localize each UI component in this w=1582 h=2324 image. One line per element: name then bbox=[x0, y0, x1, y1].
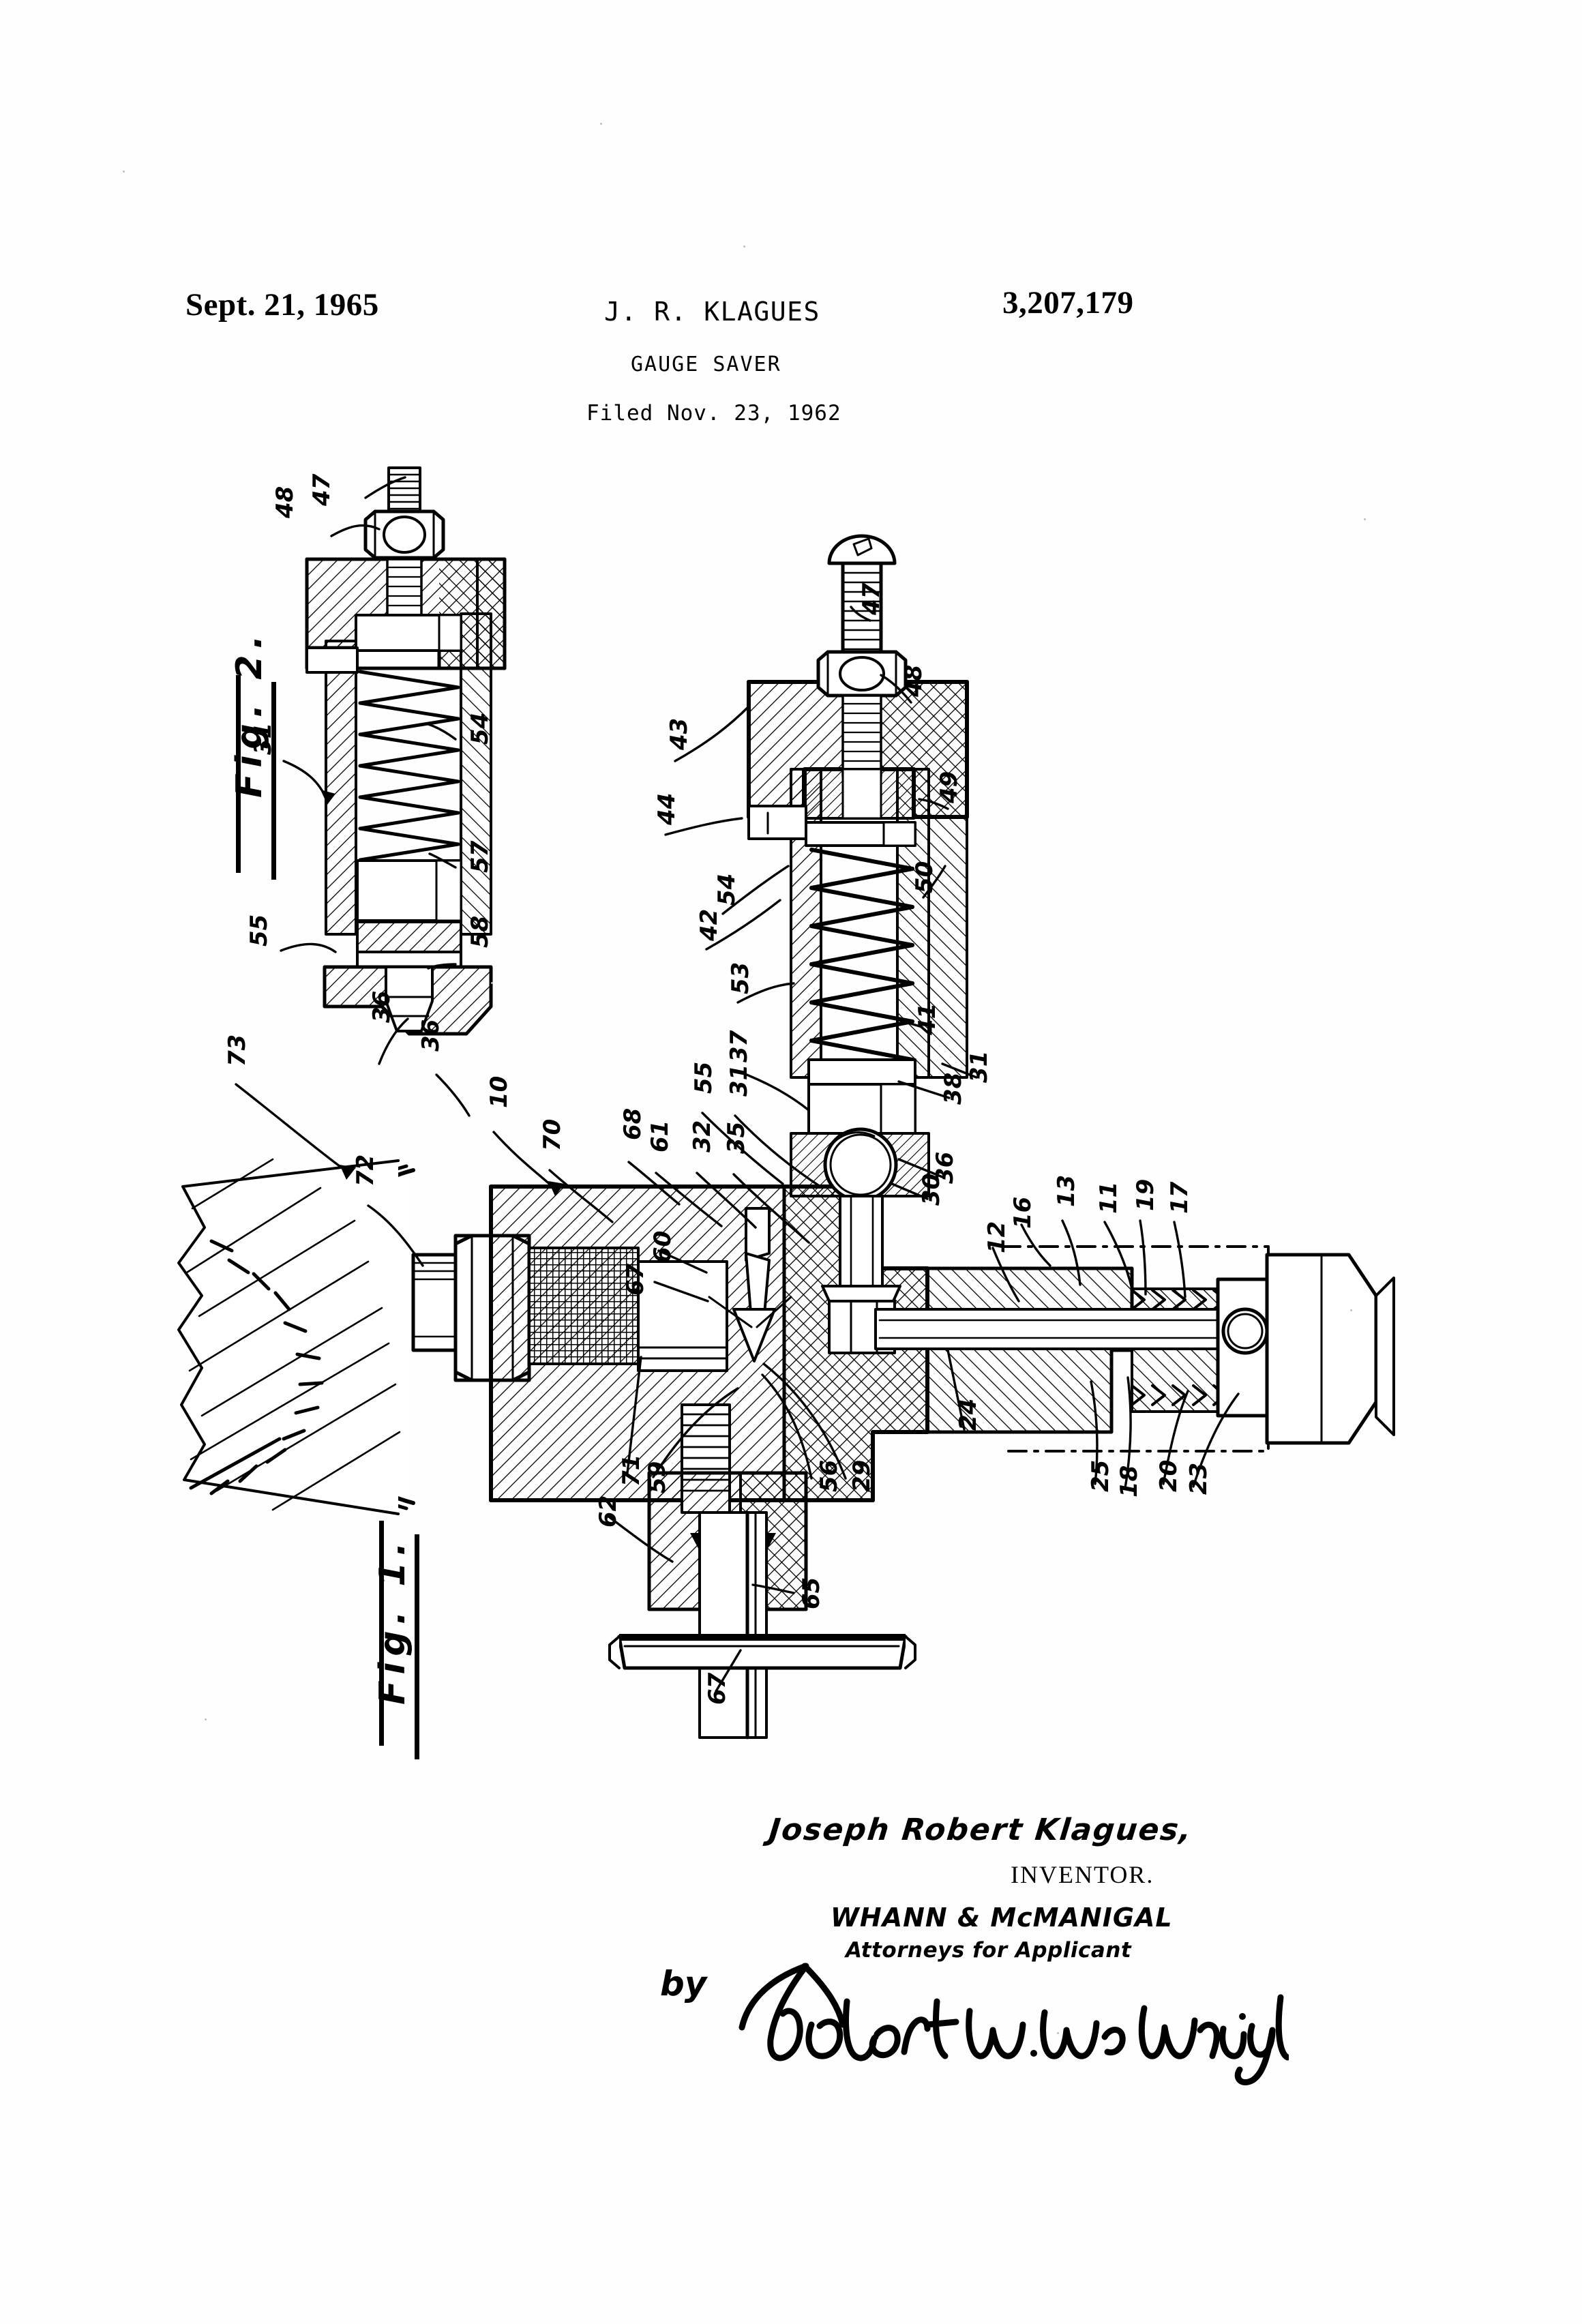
reference-numeral-31: 31 bbox=[966, 1050, 993, 1083]
attorney-firm-name: WHANN & McMANIGAL bbox=[831, 1903, 1173, 1933]
reference-numeral-73: 73 bbox=[224, 1034, 251, 1067]
reference-numeral-57: 57 bbox=[466, 840, 494, 873]
reference-numeral-61: 61 bbox=[646, 1120, 674, 1152]
reference-numeral-55: 55 bbox=[245, 914, 273, 947]
figure-2-caption: Fig. 2. bbox=[229, 629, 270, 798]
reference-numeral-55: 55 bbox=[690, 1061, 717, 1094]
inventor-surname: J. R. KLAGUES bbox=[604, 297, 820, 327]
reference-numeral-24: 24 bbox=[955, 1398, 982, 1431]
reference-numeral-36: 36 bbox=[931, 1151, 959, 1184]
reference-numeral-18: 18 bbox=[1116, 1465, 1143, 1498]
figure-1-caption-rule-right bbox=[415, 1534, 419, 1759]
attorney-handwritten-signature bbox=[738, 1963, 1289, 2086]
figure-2-caption-rule-right bbox=[271, 682, 276, 880]
reference-numeral-32: 32 bbox=[689, 1120, 716, 1152]
issue-date: Sept. 21, 1965 bbox=[185, 287, 379, 323]
signature-by-prefix: by bbox=[660, 1964, 707, 2003]
reference-numeral-49: 49 bbox=[936, 771, 963, 803]
reference-numeral-47: 47 bbox=[308, 473, 335, 506]
reference-numeral-41: 41 bbox=[914, 1002, 941, 1035]
reference-numeral-38: 38 bbox=[940, 1072, 967, 1105]
reference-numeral-54: 54 bbox=[466, 712, 494, 745]
reference-numeral-36: 36 bbox=[417, 1019, 445, 1052]
reference-numeral-48: 48 bbox=[900, 664, 927, 697]
reference-numeral-43: 43 bbox=[666, 717, 693, 750]
reference-numeral-72: 72 bbox=[352, 1154, 379, 1187]
reference-numeral-50: 50 bbox=[911, 861, 938, 893]
reference-numeral-10: 10 bbox=[486, 1075, 513, 1108]
reference-numeral-12: 12 bbox=[983, 1221, 1011, 1253]
figure-2-assembly bbox=[280, 466, 507, 1065]
reference-numeral-35: 35 bbox=[723, 1121, 750, 1154]
reference-numeral-65: 65 bbox=[798, 1577, 825, 1609]
reference-numeral-67: 67 bbox=[622, 1263, 649, 1296]
reference-numeral-29: 29 bbox=[848, 1459, 876, 1492]
reference-numeral-58: 58 bbox=[466, 915, 494, 948]
reference-numeral-53: 53 bbox=[727, 962, 754, 994]
reference-numeral-47: 47 bbox=[858, 582, 885, 615]
reference-numeral-44: 44 bbox=[653, 792, 681, 825]
reference-numeral-62: 62 bbox=[595, 1495, 622, 1528]
reference-numeral-36: 36 bbox=[368, 990, 395, 1023]
reference-numeral-17: 17 bbox=[1166, 1181, 1193, 1214]
reference-numeral-48: 48 bbox=[271, 486, 299, 518]
figure-1-assembly bbox=[177, 534, 1395, 1740]
inventor-signature-name: Joseph Robert Klagues, bbox=[767, 1813, 1195, 1847]
reference-numeral-67: 67 bbox=[704, 1672, 731, 1705]
reference-numeral-31: 31 bbox=[726, 1064, 753, 1097]
reference-numeral-23: 23 bbox=[1185, 1462, 1212, 1495]
patent-number: 3,207,179 bbox=[1002, 285, 1134, 321]
reference-numeral-56: 56 bbox=[816, 1459, 843, 1492]
reference-numeral-13: 13 bbox=[1053, 1174, 1080, 1207]
reference-numeral-20: 20 bbox=[1155, 1459, 1182, 1492]
filing-date: Filed Nov. 23, 1962 bbox=[586, 401, 841, 426]
reference-numeral-31: 31 bbox=[250, 722, 277, 755]
reference-numeral-11: 11 bbox=[1095, 1181, 1122, 1214]
reference-numeral-54: 54 bbox=[713, 873, 741, 906]
reference-numeral-60: 60 bbox=[649, 1230, 676, 1263]
reference-numeral-25: 25 bbox=[1087, 1459, 1114, 1492]
reference-numeral-16: 16 bbox=[1009, 1196, 1036, 1229]
reference-numeral-68: 68 bbox=[619, 1107, 646, 1140]
figure-2-caption-rule-left bbox=[236, 675, 241, 873]
reference-numeral-59: 59 bbox=[644, 1461, 671, 1493]
inventor-label: INVENTOR. bbox=[1011, 1861, 1154, 1888]
attorney-role-label: Attorneys for Applicant bbox=[846, 1938, 1132, 1963]
figure-1-caption: Fig. 1. bbox=[372, 1536, 413, 1705]
invention-title: GAUGE SAVER bbox=[631, 353, 781, 376]
reference-numeral-42: 42 bbox=[696, 908, 723, 941]
reference-numeral-70: 70 bbox=[539, 1118, 566, 1151]
figure-1-caption-rule-left bbox=[379, 1521, 384, 1746]
reference-numeral-71: 71 bbox=[618, 1454, 645, 1487]
reference-numeral-19: 19 bbox=[1132, 1178, 1159, 1211]
reference-numeral-37: 37 bbox=[726, 1030, 753, 1062]
